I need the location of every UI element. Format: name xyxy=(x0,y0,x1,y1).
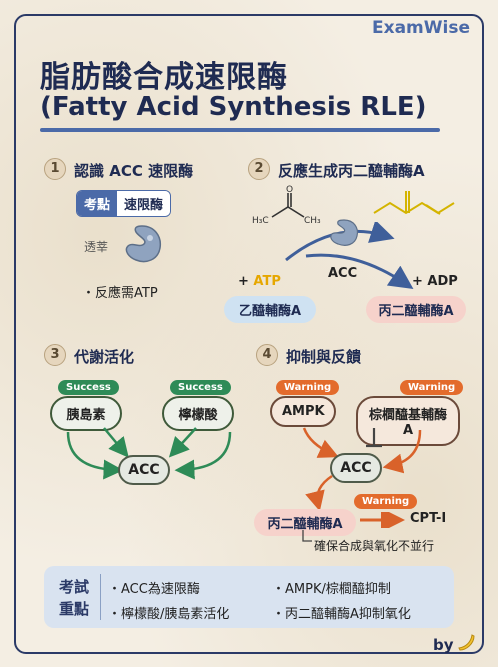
exam-tag: 考點 速限酶 xyxy=(76,190,172,217)
atp-plus: + xyxy=(238,274,254,289)
section-2-number: 2 xyxy=(248,158,270,180)
enzyme-icon xyxy=(125,225,162,263)
section-4-number: 4 xyxy=(256,344,278,366)
cpt1-target: CPT-I xyxy=(410,511,447,526)
banana-icon xyxy=(458,634,475,651)
acetyl-h3c: H₃C xyxy=(252,216,269,226)
summary-label-line2: 重點 xyxy=(58,600,89,618)
brand-logo: ExamWise xyxy=(372,18,470,38)
tag-label: 考點 xyxy=(77,191,118,216)
substrate-pill: 乙醯輔酶A xyxy=(224,296,316,323)
enzyme-side-label: 透莘 xyxy=(84,240,109,254)
section-1-title: 認識 ACC 速限酶 xyxy=(74,162,194,180)
warning-badge: Warning xyxy=(354,494,418,509)
title-underline xyxy=(40,128,440,132)
section-2-title: 反應生成丙二醯輔酶A xyxy=(278,162,425,180)
summary-item: ・ACC為速限酶 xyxy=(108,582,200,597)
summary-label: 考試 重點 xyxy=(56,576,92,620)
page-title: 脂肪酸合成速限酶 xyxy=(40,60,288,95)
section-4-title: 抑制與反饋 xyxy=(286,348,362,366)
summary-divider xyxy=(100,574,101,620)
success-badge: Success xyxy=(58,380,119,395)
malonyl-coa-pill: 丙二醯輔酶A xyxy=(254,509,356,536)
warning-badge: Warning xyxy=(400,380,464,395)
product-pill: 丙二醯輔酶A xyxy=(366,296,466,323)
acetyl-ch3: CH₃ xyxy=(304,216,321,226)
page-frame xyxy=(14,14,484,654)
acc-node-activation: ACC xyxy=(118,455,170,485)
warning-badge: Warning xyxy=(276,380,340,395)
cpt-inhibition-arrow xyxy=(360,512,405,528)
summary-item: ・檸檬酸/胰島素活化 xyxy=(108,607,230,622)
atp-input: + ATP xyxy=(238,274,281,289)
acetyl-oxygen: O xyxy=(286,185,293,195)
section-1-number: 1 xyxy=(44,158,66,180)
summary-item: ・丙二醯輔酶A抑制氧化 xyxy=(272,607,411,622)
inhibitor-ampk: AMPK xyxy=(270,396,336,427)
inhibition-arrows xyxy=(302,427,422,512)
malonyl-structure xyxy=(373,191,455,215)
section-3-title: 代謝活化 xyxy=(74,348,135,366)
adp-output: + ADP xyxy=(412,274,458,289)
summary-box xyxy=(44,566,454,628)
activation-arrows xyxy=(66,427,232,480)
success-badge: Success xyxy=(170,380,231,395)
activator-insulin: 胰島素 xyxy=(50,396,122,431)
reaction-enzyme-label: ACC xyxy=(328,266,358,281)
acc-node-inhibition: ACC xyxy=(330,453,382,483)
enzyme-icon xyxy=(330,219,359,246)
atp-label: ATP xyxy=(253,274,281,289)
section-3-number: 3 xyxy=(44,344,66,366)
page-subtitle: (Fatty Acid Synthesis RLE) xyxy=(40,92,427,122)
summary-item: ・AMPK/棕櫚醯抑制 xyxy=(272,582,391,597)
note-connector xyxy=(302,530,312,542)
atp-note: ・反應需ATP xyxy=(82,286,158,301)
feedback-note: 確保合成與氧化不並行 xyxy=(314,539,435,553)
summary-label-line1: 考試 xyxy=(58,578,89,596)
tag-value: 速限酶 xyxy=(117,191,171,216)
activator-citrate: 檸檬酸 xyxy=(162,396,234,431)
footer-by: by xyxy=(433,636,454,654)
acetyl-structure: O H₃C CH₃ xyxy=(252,185,321,226)
